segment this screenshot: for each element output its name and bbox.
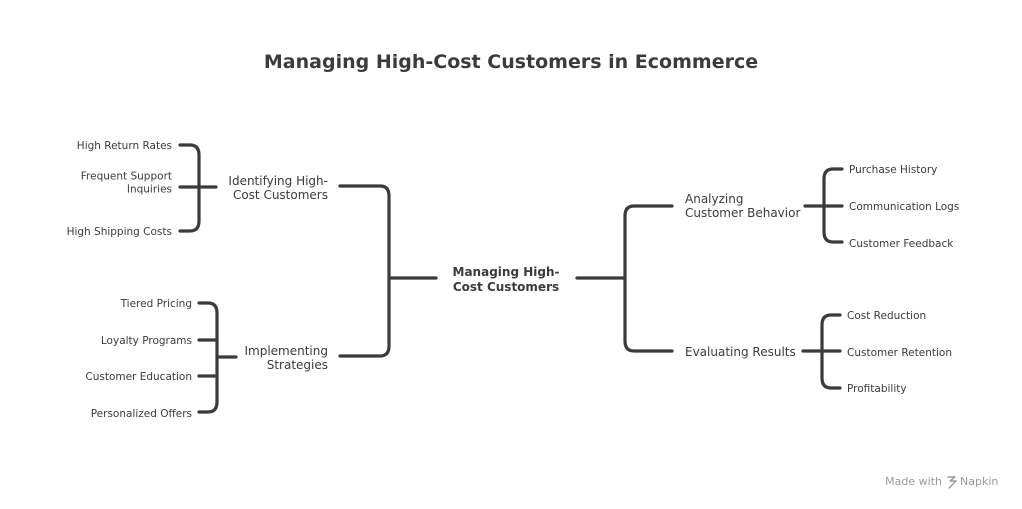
leaf-implementing-1-line: Tiered Pricing [120, 298, 192, 310]
leaf-implementing-3: Customer Education [85, 371, 192, 383]
center-node-line: Managing High- [453, 265, 560, 279]
branch-identifying: Identifying High-Cost Customers [228, 174, 328, 202]
leaf-identifying-2-line: Inquiries [127, 184, 172, 196]
leaf-identifying-1: High Return Rates [77, 140, 172, 152]
leaf-implementing-1: Tiered Pricing [120, 298, 192, 310]
leaf-evaluating-1-line: Cost Reduction [847, 310, 926, 322]
leaf-analyzing-2-line: Communication Logs [849, 201, 959, 213]
leaf-evaluating-3: Profitability [847, 383, 907, 395]
branch-implementing-line: Strategies [267, 358, 328, 372]
diagram-title: Managing High-Cost Customers in Ecommerc… [264, 51, 758, 73]
leaf-identifying-3-line: High Shipping Costs [67, 226, 172, 238]
branch-evaluating-line: Evaluating Results [685, 345, 796, 359]
bracket-implementing [197, 301, 219, 414]
leaf-implementing-2-line: Loyalty Programs [101, 335, 192, 347]
leaf-identifying-2-line: Frequent Support [81, 171, 172, 183]
leaf-analyzing-3: Customer Feedback [849, 238, 954, 250]
branch-analyzing-line: Customer Behavior [685, 206, 800, 220]
leaf-evaluating-1: Cost Reduction [847, 310, 926, 322]
leaf-analyzing-2: Communication Logs [849, 201, 959, 213]
center-node: Managing High-Cost Customers [453, 265, 560, 294]
center-node-line: Cost Customers [453, 280, 559, 294]
leaf-evaluating-2-line: Customer Retention [847, 347, 952, 359]
leaf-implementing-3-line: Customer Education [85, 371, 192, 383]
watermark: Made with Napkin [885, 475, 998, 489]
leaf-analyzing-3-line: Customer Feedback [849, 238, 954, 250]
connector-lines [178, 143, 844, 414]
bracket-right-main [623, 204, 674, 353]
napkin-logo-icon [947, 476, 957, 489]
branch-analyzing-line: Analyzing [685, 192, 743, 206]
branch-identifying-line: Cost Customers [233, 188, 328, 202]
leaf-analyzing-1-line: Purchase History [849, 164, 937, 176]
watermark-brand: Napkin [960, 475, 998, 488]
leaf-analyzing-1: Purchase History [849, 164, 937, 176]
branch-implementing-line: Implementing [244, 344, 328, 358]
bracket-left-main [338, 184, 391, 358]
leaf-evaluating-3-line: Profitability [847, 383, 907, 395]
leaf-identifying-1-line: High Return Rates [77, 140, 172, 152]
watermark-text: Made with [885, 475, 942, 488]
leaf-implementing-2: Loyalty Programs [101, 335, 192, 347]
leaf-implementing-4: Personalized Offers [91, 408, 192, 420]
leaf-evaluating-2: Customer Retention [847, 347, 952, 359]
leaf-identifying-3: High Shipping Costs [67, 226, 172, 238]
leaf-implementing-4-line: Personalized Offers [91, 408, 192, 420]
branch-evaluating: Evaluating Results [685, 345, 796, 359]
node-labels: Managing High-Cost CustomersIdentifying … [67, 140, 960, 420]
branch-identifying-line: Identifying High- [228, 174, 328, 188]
